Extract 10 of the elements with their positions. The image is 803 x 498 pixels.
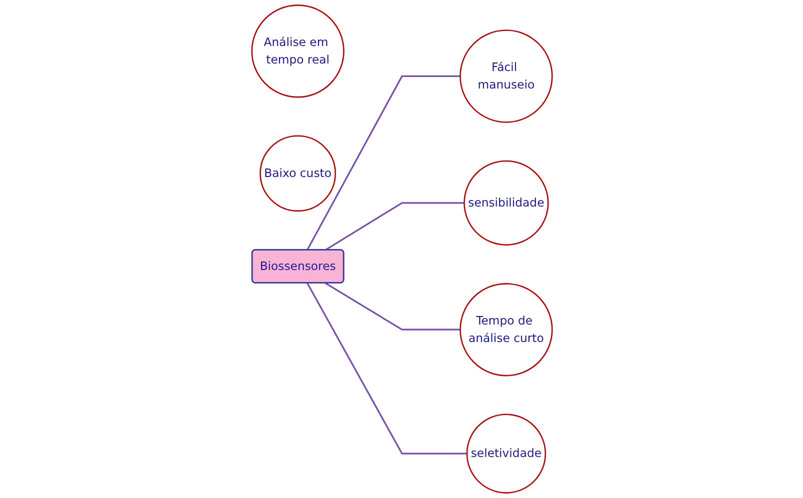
node-circle: Análise em tempo real <box>250 4 344 98</box>
node-circle: seletividade <box>466 414 546 494</box>
connector <box>324 282 460 330</box>
connector <box>324 202 464 251</box>
node-circle: Tempo de análise curto <box>459 283 552 376</box>
connector <box>306 282 466 454</box>
node-circle: sensibilidade <box>463 160 548 246</box>
node-circle: Fácil manuseio <box>459 30 552 123</box>
node-circle: Baixo custo <box>259 135 336 212</box>
connector <box>306 75 460 250</box>
